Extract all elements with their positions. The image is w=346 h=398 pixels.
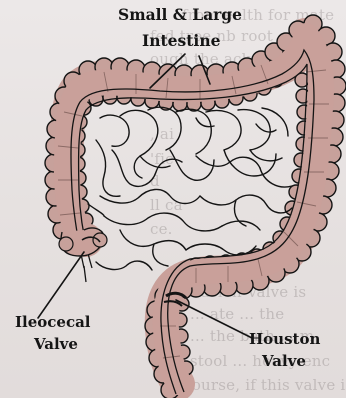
ileocecal-valve-label-line2: Valve — [34, 335, 78, 354]
ileocecal-valve-label-line1: Ileocecal — [15, 313, 91, 332]
ileum — [96, 261, 152, 270]
houston-valve-label-line2: Valve — [262, 352, 306, 371]
houston-valve-label-line1: Houston — [249, 330, 320, 349]
ileocecal-leader — [38, 252, 84, 318]
title-label-line2: Intestine — [142, 31, 220, 50]
title-label-line1: Small & Large — [118, 5, 242, 24]
small-intestine — [88, 107, 292, 270]
